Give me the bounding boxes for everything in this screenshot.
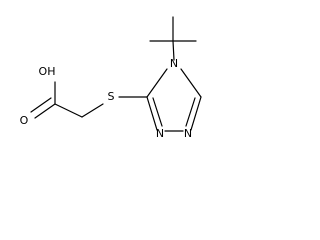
ring-n2-label: N [156,127,164,140]
bond-n4-c5 [180,68,202,98]
bond-c3-n2-double [152,97,163,127]
ring-n1-label: N [184,127,192,140]
hydroxyl-label: OH [39,65,56,78]
bond-ch2-cooh [54,103,83,118]
bond-cooh-o [34,103,56,119]
bond-cooh-o-double [30,97,52,113]
molecule-svg: OH O S N N N [20,16,202,140]
ring-n4-label: N [170,57,178,70]
bond-tbu-n4 [172,40,175,61]
carbonyl-oxygen-label: O [20,114,29,127]
sulfur-label: S [108,90,115,103]
bond-c5-n1 [190,96,202,131]
bond-n4-c3 [146,68,168,98]
bond-c5-n1-double [185,97,196,127]
bond-s-ch2 [81,103,104,118]
structure-diagram: OH O S N N N [0,0,219,152]
bond-c3-n2 [146,96,158,131]
